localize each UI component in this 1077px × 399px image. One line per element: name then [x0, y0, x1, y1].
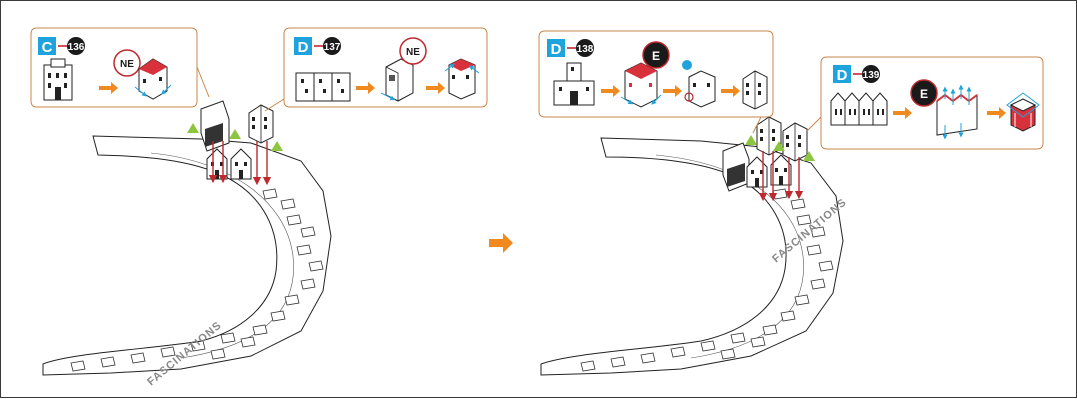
- green-triangle-marker: [271, 141, 283, 151]
- green-triangle-marker: [187, 123, 199, 133]
- panel-step-136: C 136 NE: [30, 27, 210, 108]
- step-letter-tag: [38, 37, 56, 55]
- orange-arrow-icon: [893, 107, 912, 119]
- left-scene: FASCINATIONS: [42, 100, 332, 388]
- folding-row-model: [936, 84, 978, 140]
- tower-building-flat: [553, 62, 595, 106]
- panel-step-138: D 138 E: [538, 30, 774, 134]
- ne-badge: [399, 37, 427, 65]
- row-houses-flat: [830, 92, 888, 126]
- orange-arrow-icon: [99, 82, 118, 94]
- step-number: 138: [577, 44, 594, 55]
- orange-arrow-icon: [426, 82, 445, 94]
- step-number: 136: [68, 42, 85, 53]
- green-triangle-marker: [745, 135, 757, 145]
- flat-building-row: [295, 72, 351, 102]
- step-letter: D: [298, 39, 309, 56]
- left-piece-arch: [200, 100, 230, 152]
- left-track-outline: [42, 135, 332, 376]
- step-letter: C: [42, 39, 53, 56]
- e-badge: [910, 79, 938, 107]
- green-triangle-marker: [773, 141, 785, 151]
- ne-badge-label: NE: [120, 59, 134, 70]
- orange-arrow-icon: [987, 107, 1006, 119]
- panel-step-139: D 139 E: [806, 56, 1044, 150]
- next-step-arrow-icon: [489, 233, 513, 253]
- right-arch-building: [722, 142, 750, 192]
- building-part: [43, 58, 73, 101]
- red-box-model: [1006, 92, 1040, 132]
- e-badge: [642, 41, 670, 69]
- ne-badge-label: NE: [406, 47, 420, 58]
- step-number: 137: [324, 42, 341, 53]
- step-letter: D: [551, 41, 562, 58]
- step-number: 139: [863, 70, 880, 81]
- orange-arrow-icon: [356, 82, 375, 94]
- step-number-badge: [67, 37, 85, 55]
- right-track-outline: [540, 137, 844, 376]
- green-triangle-marker: [803, 151, 815, 161]
- folding-building: [684, 70, 716, 108]
- green-triangle-marker: [229, 129, 241, 139]
- e-badge-label: E: [652, 49, 660, 63]
- step-letter: D: [837, 67, 848, 84]
- orange-arrow-icon: [601, 85, 620, 97]
- red-roof-model: [444, 58, 480, 100]
- panel-step-137: D 137 NE: [264, 27, 488, 112]
- right-scene: FASCINATIONS: [540, 116, 849, 376]
- red-roof-model: [134, 58, 172, 100]
- orange-arrow-icon: [721, 85, 740, 97]
- blue-dot-icon: [682, 60, 692, 70]
- red-roof-model: [620, 62, 662, 108]
- ne-badge: [113, 49, 141, 77]
- e-badge-label: E: [920, 87, 928, 101]
- folding-building: [380, 58, 414, 102]
- orange-arrow-icon: [663, 85, 682, 97]
